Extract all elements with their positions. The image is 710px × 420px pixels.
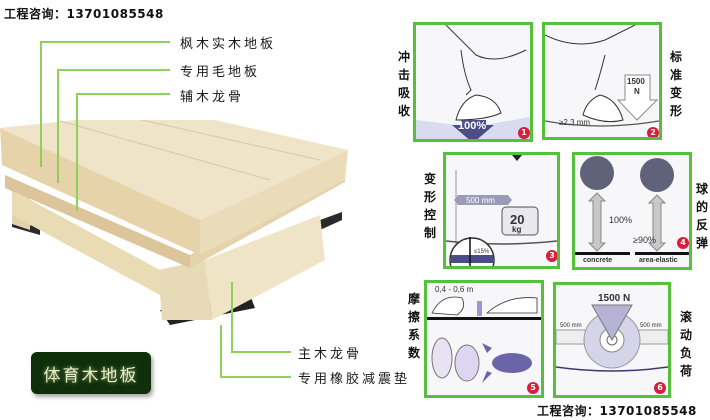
ball-rebound-illustration (575, 156, 689, 255)
label-rubber-pad: 专用橡胶减震垫 (298, 372, 411, 387)
label-main-joist: 主木龙骨 (298, 347, 363, 362)
panel-3-deflection-limit: ≤15% (474, 249, 490, 255)
product-title-badge: 体育木地板 (31, 352, 151, 394)
contact-phone-bottom: 工程咨询：13701085548 (537, 404, 697, 418)
leader-line-rubber-pad-h (220, 376, 291, 378)
runner-foot-illustration (416, 25, 530, 139)
leader-line-subfloor-v (57, 69, 59, 183)
panel-2-number-badge: 2 (647, 127, 659, 137)
panel-1-number-badge: 1 (518, 127, 530, 139)
panel-3-number-badge: 3 (546, 250, 557, 262)
panel-friction-coefficient: 0,4 - 0,6 m 5 (424, 280, 544, 398)
panel-4-label-area-elastic: area-elastic (639, 257, 678, 264)
panel-1-title: 冲击吸收 (397, 50, 410, 118)
panel-2-title: 标准变形 (669, 50, 682, 118)
panel-3-span: 500 mm (466, 196, 495, 205)
panel-6-span-right: 500 mm (640, 323, 662, 329)
leader-line-aux-joist-h (76, 93, 170, 95)
label-aux-joist: 辅木龙骨 (180, 90, 245, 105)
label-top-layer: 枫木实木地板 (180, 37, 277, 52)
panel-2-force-unit: N (634, 87, 640, 96)
panel-1-value-47: ≤47% (466, 110, 482, 116)
panel-4-number-badge: 4 (677, 237, 689, 249)
deformation-control-illustration (446, 155, 557, 266)
panel-impact-absorption: ≤47% 100% 1 (413, 22, 533, 142)
panel-5-title: 摩擦系数 (407, 292, 420, 360)
leader-line-top-layer-h (40, 41, 170, 43)
panel-5-stride-distance: 0,4 - 0,6 m (435, 285, 474, 294)
panel-6-title: 滚动负荷 (679, 310, 692, 378)
runner-foot-illustration (545, 25, 659, 127)
label-subfloor: 专用毛地板 (180, 65, 261, 80)
panel-4-rebound-elastic: ≥90% (633, 235, 656, 245)
panel-1-value-100: 100% (458, 120, 487, 132)
panel-3-weight-unit: kg (512, 225, 522, 234)
panel-4-title: 球的反弹 (695, 182, 708, 250)
panel-4-label-concrete: concrete (583, 257, 613, 264)
panel-3-title: 变形控制 (423, 172, 436, 240)
panel-5-number-badge: 5 (527, 382, 539, 394)
panel-ball-rebound: 100% ≥90% concrete area-elastic 4 (572, 152, 692, 270)
panel-rolling-load: 1500 N 500 mm 500 mm 6 (553, 282, 671, 398)
panel-6-number-badge: 6 (654, 382, 666, 394)
panel-6-span-left: 500 mm (560, 323, 582, 329)
panel-4-rebound-concrete: 100% (609, 215, 633, 225)
panel-2-force-value: 1500 (627, 77, 645, 86)
panel-deformation-control: 500 mm 20 kg ≤15% 3 (443, 152, 560, 269)
panel-3-weight-value: 20 (510, 212, 525, 227)
contact-phone-top: 工程咨询：13701085548 (4, 7, 164, 21)
leader-line-rubber-pad-v (220, 325, 222, 377)
rolling-load-illustration (556, 304, 668, 372)
floor-structure-illustration (0, 120, 348, 325)
product-title: 体育木地板 (43, 365, 139, 386)
panel-2-deflection: ≥2,3 mm (559, 118, 591, 127)
leader-line-top-layer-v (40, 41, 42, 167)
leader-line-main-joist-v (231, 282, 233, 352)
panel-standard-deformation: 1500 N ≥2,3 mm 2 (542, 22, 662, 140)
leader-line-aux-joist-v (76, 93, 78, 211)
leader-line-main-joist-h (231, 351, 291, 353)
leader-line-subfloor-h (57, 69, 170, 71)
friction-footprints-illustration (427, 296, 541, 383)
panel-6-load: 1500 N (598, 293, 631, 304)
